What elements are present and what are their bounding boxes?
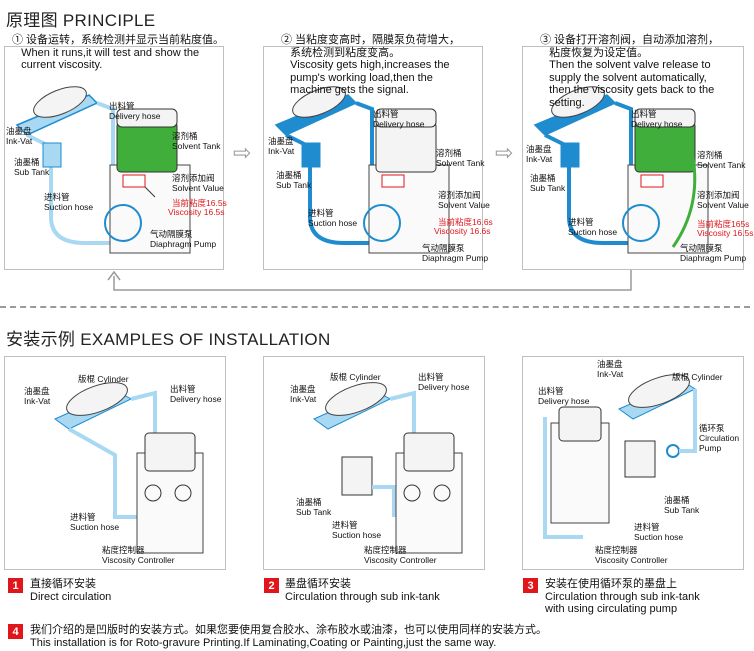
caption-1-text: 直接循环安装 Direct circulation [30, 578, 112, 603]
label-diaphragm-pump-2: 气动隔膜泵 Diaphragm Pump [422, 243, 489, 263]
ex2-label-cylinder: 版棍 Cylinder [330, 372, 381, 382]
label-diaphragm-pump-3: 气动隔膜泵 Diaphragm Pump [680, 243, 747, 263]
ex3-label-cylinder: 版棍 Cylinder [672, 372, 723, 382]
next-arrow-icon-2: ⇨ [495, 140, 514, 165]
ex3-label-ink-vat: 油墨盘 Ink-Vat [597, 359, 624, 379]
viscosity-reading-en-3: Viscosity 16.5s [697, 228, 754, 238]
caption-1-badge: 1 [8, 578, 23, 593]
ex1-label-suction-hose: 进料管 Suction hose [70, 512, 120, 532]
label-solvent-tank-1: 溶剂桶 Solvent Tank [172, 131, 221, 151]
note-badge: 4 [8, 624, 23, 639]
principle-panel-1 [4, 46, 224, 270]
note-text: 我们介绍的是凹版时的安装方式。如果您要使用复合胶水、涂布胶水或油漆，也可以使用同… [30, 624, 547, 649]
viscosity-reading-cn-2: 当前粘度16.6s [438, 217, 493, 227]
ex2-label-sub-tank: 油墨桶 Sub Tank [296, 497, 332, 517]
example-illustration-2 [313, 382, 463, 554]
ex2-label-ink-vat: 油墨盘 Ink-Vat [290, 384, 317, 404]
label-delivery-hose-1: 出料管 Delivery hose [109, 101, 161, 121]
label-delivery-hose-3: 出料管 Delivery hose [631, 109, 683, 129]
ex3-label-suction-hose: 进料管 Suction hose [634, 522, 684, 542]
viscosity-reading-en-1: Viscosity 16.5s [168, 207, 225, 217]
viscosity-reading-en-2: Viscosity 16.6s [434, 226, 491, 236]
return-loop-arrow-icon [107, 270, 632, 291]
ex1-label-viscosity-controller: 粘度控制器 Viscosity Controller [102, 545, 175, 565]
label-ink-vat-1: 油墨盘 Ink-Vat [6, 126, 33, 146]
principle-panel-2 [263, 46, 483, 270]
label-solvent-value-2: 溶剂添加阀 Solvent Value [438, 190, 490, 210]
ex3-label-circulation-pump: 循环泵 Circulation Pump [699, 423, 740, 453]
label-suction-hose-3: 进料管 Suction hose [568, 217, 618, 237]
ex1-label-cylinder: 版棍 Cylinder [78, 374, 129, 384]
principle-step-1-text: ① 设备运转，系统检测并显示当前粘度值。 When it runs,it wil… [12, 34, 225, 71]
label-solvent-tank-3: 溶剂桶 Solvent Tank [697, 150, 746, 170]
label-diaphragm-pump-1: 气动隔膜泵 Diaphragm Pump [150, 229, 217, 249]
label-sub-tank-1: 油墨桶 Sub Tank [14, 157, 50, 177]
label-ink-vat-2: 油墨盘 Ink-Vat [268, 136, 295, 156]
principle-illustration-1 [15, 86, 191, 254]
section-divider [0, 306, 750, 308]
principle-illustration-2 [274, 86, 450, 254]
caption-3-badge: 3 [523, 578, 538, 593]
label-sub-tank-3: 油墨桶 Sub Tank [530, 173, 566, 193]
ex2-label-delivery-hose: 出料管 Delivery hose [418, 372, 470, 392]
ex1-label-ink-vat: 油墨盘 Ink-Vat [24, 386, 51, 406]
example-panel-1 [4, 356, 226, 570]
ex2-label-viscosity-controller: 粘度控制器 Viscosity Controller [364, 545, 437, 565]
label-solvent-tank-2: 溶剂桶 Solvent Tank [436, 148, 485, 168]
label-suction-hose-2: 进料管 Suction hose [308, 208, 358, 228]
principle-illustration-3 [533, 86, 709, 254]
label-sub-tank-2: 油墨桶 Sub Tank [276, 170, 312, 190]
ex3-label-delivery-hose: 出料管 Delivery hose [538, 386, 590, 406]
example-illustration-1 [54, 382, 204, 554]
example-illustration-3 [543, 374, 697, 539]
example-panel-2 [263, 356, 485, 570]
label-solvent-value-3: 溶剂添加阀 Solvent Value [697, 190, 749, 210]
caption-2-text: 墨盘循环安装 Circulation through sub ink-tank [285, 578, 440, 603]
label-solvent-value-1: 溶剂添加阀 Solvent Value [172, 173, 224, 193]
principle-step-2-text: ② 当粘度变高时，隔膜泵负荷增大， 系统检测到粘度变高。 Viscosity g… [281, 34, 461, 96]
principle-title: 原理图 PRINCIPLE [6, 11, 156, 30]
example-panel-3 [522, 356, 744, 570]
ex2-label-suction-hose: 进料管 Suction hose [332, 520, 382, 540]
viscosity-reading-cn-1: 当前粘度16.5s [172, 198, 227, 208]
label-delivery-hose-2: 出料管 Delivery hose [373, 109, 425, 129]
caption-2-badge: 2 [264, 578, 279, 593]
ex3-label-sub-tank: 油墨桶 Sub Tank [664, 495, 700, 515]
principle-step-3-text: ③ 设备打开溶剂阀，自动添加溶剂， 粘度恢复为设定值。 Then the sol… [540, 34, 720, 109]
ex1-label-delivery-hose: 出料管 Delivery hose [170, 384, 222, 404]
label-suction-hose-1: 进料管 Suction hose [44, 192, 94, 212]
examples-title: 安装示例 EXAMPLES OF INSTALLATION [6, 330, 331, 349]
ex3-label-viscosity-controller: 粘度控制器 Viscosity Controller [595, 545, 668, 565]
label-ink-vat-3: 油墨盘 Ink-Vat [526, 144, 553, 164]
principle-panel-3 [522, 46, 744, 270]
viscosity-reading-cn-3: 当前粘度165s [697, 219, 750, 229]
caption-3-text: 安装在使用循环泵的墨盘上 Circulation through sub ink… [545, 578, 700, 615]
next-arrow-icon: ⇨ [233, 140, 252, 165]
